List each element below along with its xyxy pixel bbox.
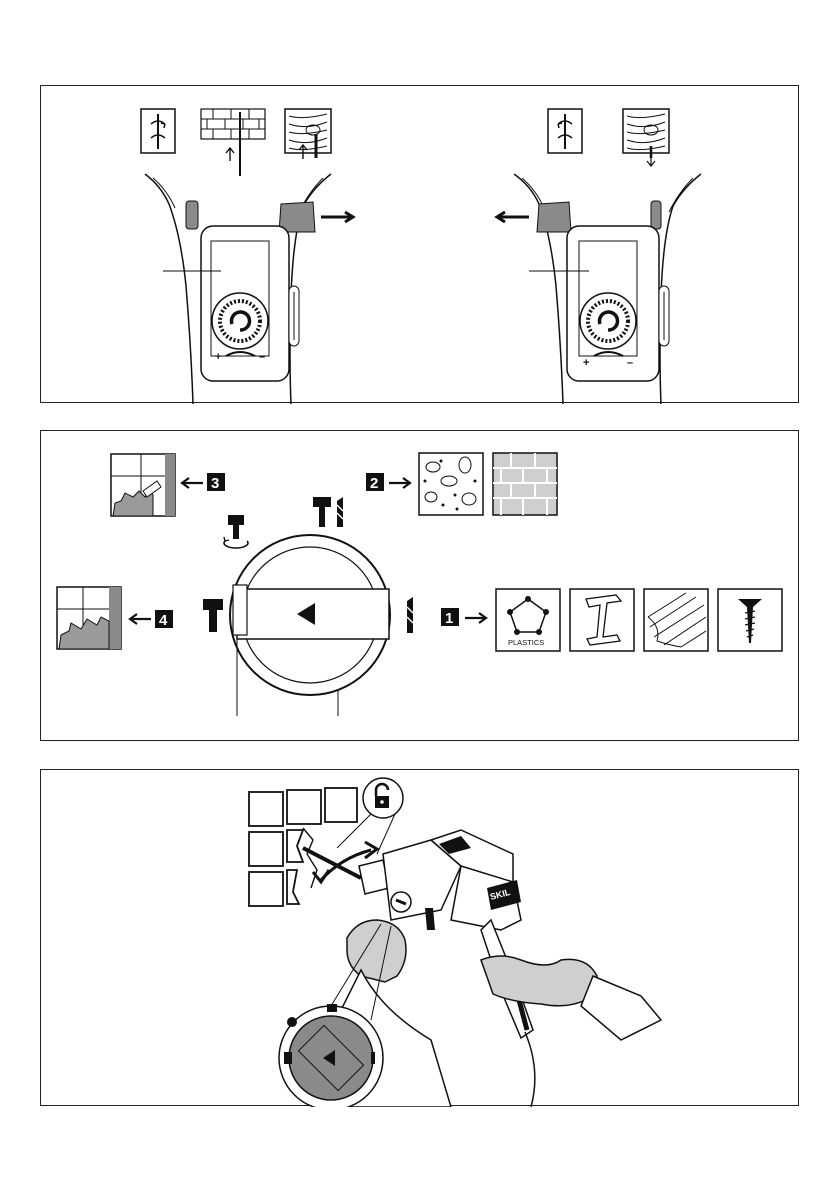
plastics-icon: PLASTICS (496, 589, 560, 651)
function-selector-dial (230, 535, 390, 716)
wood-screw-out-icon (623, 109, 669, 166)
panel-chisel-position: SKIL (40, 769, 799, 1106)
steel-beam-icon (570, 589, 634, 651)
panel-rotation-direction: + – + – (40, 85, 799, 403)
plus-label: + (583, 357, 589, 369)
plastics-label: PLASTICS (508, 638, 544, 647)
plus-label: + (215, 351, 221, 363)
wood-icon (644, 589, 708, 651)
concrete-icon (419, 453, 483, 515)
unlock-icon (363, 778, 403, 818)
hammer-drill-icon (313, 497, 343, 527)
brick-icon (493, 453, 557, 515)
hammer-icon (203, 599, 223, 632)
tool-body-forward: + – (145, 174, 353, 404)
mode-number-2: 2 (370, 475, 378, 492)
mode-number-3: 3 (211, 475, 219, 492)
drill-bit-icon (407, 597, 413, 633)
panel-function-selector: 3 2 (40, 430, 799, 741)
brick-wall-icon (201, 109, 265, 176)
minus-label: – (627, 357, 633, 369)
reverse-rotation-icon (548, 109, 582, 153)
mode-number-1: 1 (445, 610, 453, 627)
screw-icon (718, 589, 782, 651)
tool-body-reverse: + – (497, 174, 701, 404)
chisel-rotate-icon (224, 515, 248, 548)
window-chiselling-icon (111, 454, 175, 516)
mode-number-4: 4 (159, 612, 168, 629)
window-demolish-icon (57, 587, 121, 649)
tile-wall (249, 788, 357, 906)
minus-label: – (259, 351, 265, 363)
wood-screw-in-icon (285, 109, 331, 159)
forward-rotation-icon (141, 109, 175, 153)
